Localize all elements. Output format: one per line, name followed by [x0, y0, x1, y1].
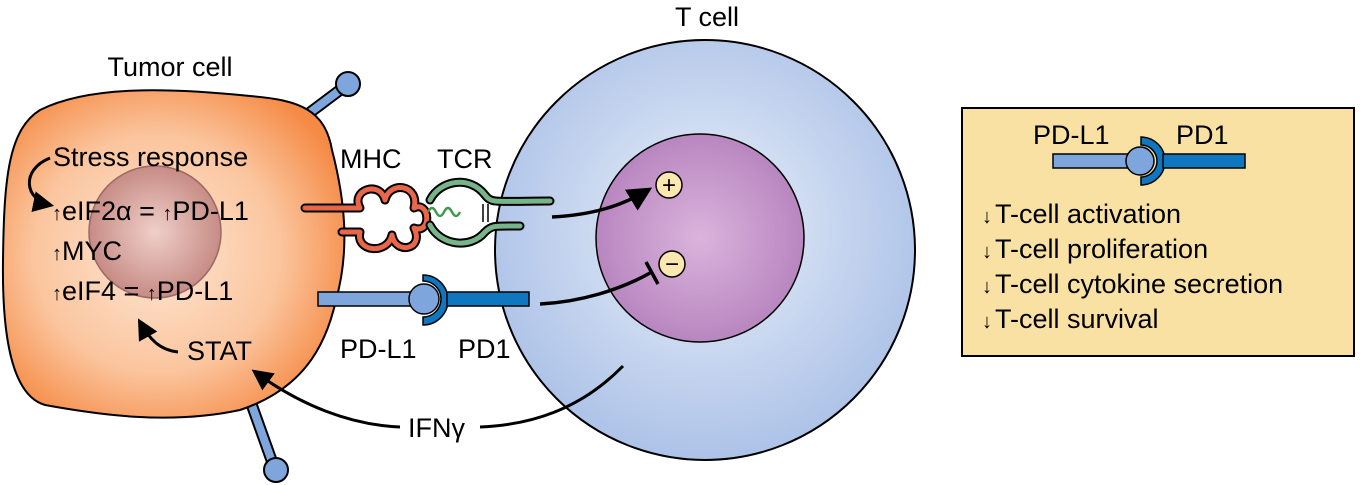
tumor-nucleus — [88, 165, 222, 299]
t-cell-nucleus — [595, 133, 805, 343]
tumor-cell — [1, 89, 346, 419]
ifng-arrow-head — [251, 369, 401, 429]
eif2a-line: ↑eIF2α = ↑PD-L1 — [52, 196, 249, 226]
minus-sign: − — [658, 250, 686, 278]
eif4-line: ↑eIF4 = ↑PD-L1 — [52, 276, 233, 306]
legend-item: ↓T-cell proliferation — [982, 234, 1208, 264]
tumor-cell-title: Tumor cell — [107, 52, 232, 82]
inhibition-arrow — [539, 271, 651, 306]
pdl1-label: PD-L1 — [340, 334, 417, 364]
pd1-label: PD1 — [458, 334, 511, 364]
t-cell-title: T cell — [675, 2, 739, 32]
stat-label: STAT — [187, 336, 252, 366]
svg-text:+: + — [662, 172, 676, 199]
legend-item: ↓T-cell cytokine secretion — [982, 269, 1283, 299]
plus-sign: + — [655, 171, 683, 199]
svg-text:−: − — [665, 251, 679, 278]
legend-box: PD-L1 PD1 ↓T-cell activation ↓T-cell pro… — [961, 107, 1355, 357]
myc-line: ↑MYC — [52, 236, 122, 266]
legend-pdl1-pd1-icon — [1052, 136, 1246, 186]
stress-arrow — [27, 156, 55, 212]
inhibition-bar — [644, 261, 660, 285]
mhc-molecule — [300, 183, 432, 254]
legend-item: ↓T-cell survival — [982, 304, 1159, 334]
stat-arrow — [137, 318, 179, 354]
legend-item: ↓T-cell activation — [982, 199, 1181, 229]
legend-pdl1-label: PD-L1 — [1033, 120, 1110, 150]
tcr-label: TCR — [437, 144, 493, 174]
peptide-antigen — [426, 206, 462, 218]
stress-response-label: Stress response — [53, 142, 248, 172]
activation-arrow — [551, 187, 653, 219]
mhc-label: MHC — [340, 144, 402, 174]
t-cell — [494, 39, 916, 461]
tcr-molecule — [425, 177, 555, 248]
tumor-surface-receptor-bottom — [244, 394, 289, 483]
ifng-arrow-tail — [479, 364, 625, 429]
ifng-label: IFNγ — [408, 413, 465, 443]
legend-pd1-label: PD1 — [1176, 120, 1229, 150]
pdl1-pd1-complex — [317, 274, 530, 326]
